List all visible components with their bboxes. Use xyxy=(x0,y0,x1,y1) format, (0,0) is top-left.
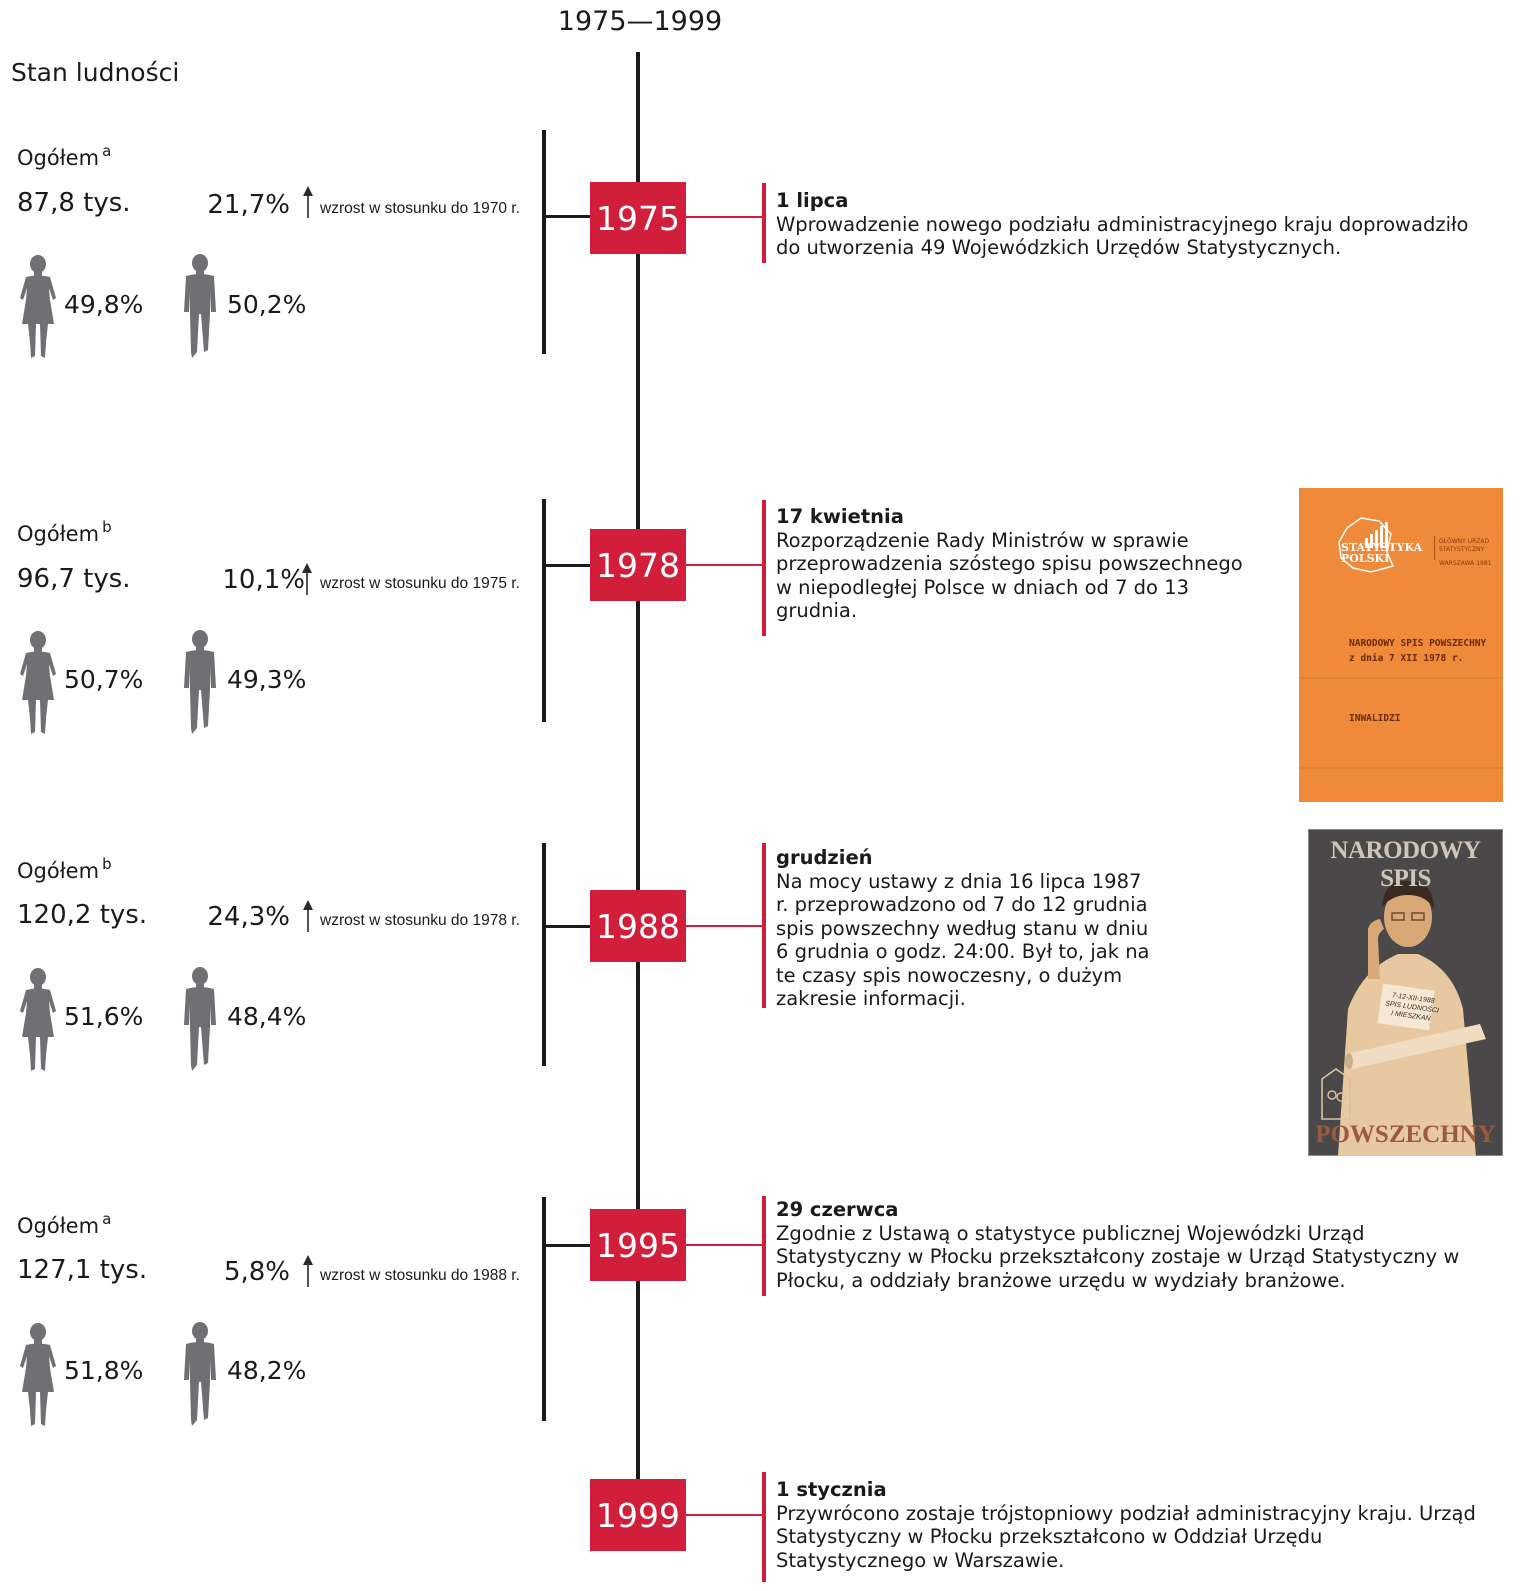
event-date: 29 czerwca xyxy=(776,1198,899,1221)
female-silhouette-icon xyxy=(20,631,56,734)
growth-note: wzrost w stosunku do 1975 r. xyxy=(320,575,520,592)
year-connector xyxy=(686,1514,762,1516)
event-date: 1 stycznia xyxy=(776,1478,887,1501)
event-description: 17 kwietnia Rozporządzenie Rady Ministró… xyxy=(776,505,1246,623)
female-percent: 49,8% xyxy=(64,290,144,319)
up-arrow-icon xyxy=(303,1255,313,1287)
female-silhouette-icon xyxy=(20,1323,56,1426)
entry-bracket xyxy=(542,499,546,722)
event-description: 29 czerwca Zgodnie z Ustawą o statystyce… xyxy=(776,1198,1496,1292)
event-date: 1 lipca xyxy=(776,189,849,212)
growth-note: wzrost w stosunku do 1988 r. xyxy=(320,1267,520,1284)
population-total: 120,2 tys. xyxy=(17,900,148,930)
population-label-text: Ogółem xyxy=(17,1214,100,1238)
male-silhouette-icon xyxy=(184,1322,216,1426)
population-label-text: Ogółem xyxy=(17,859,100,883)
entry-bracket-tick xyxy=(542,1244,592,1247)
year-marker: 1995 xyxy=(590,1209,686,1281)
growth-percent: 24,3% xyxy=(207,902,290,932)
male-percent: 50,2% xyxy=(227,290,307,319)
growth-note: wzrost w stosunku do 1978 r. xyxy=(320,912,520,929)
up-arrow-icon xyxy=(302,563,312,595)
cover-1978-gus: GŁÓWNY URZĄD STATYSTYCZNY xyxy=(1439,538,1490,553)
event-text: Zgodnie z Ustawą o statystyce publicznej… xyxy=(776,1221,1460,1292)
growth-note: wzrost w stosunku do 1970 r. xyxy=(320,200,520,217)
female-percent: 51,6% xyxy=(64,1002,144,1031)
cover-1978-graphic xyxy=(1299,517,1503,769)
census-poster-1988: NARODOWY SPIS 7-12-XII-1988 SPIS LUDNOŚC… xyxy=(1308,829,1503,1156)
event-date: grudzień xyxy=(776,846,873,869)
event-date: 17 kwietnia xyxy=(776,505,904,528)
population-total: 96,7 tys. xyxy=(17,564,131,594)
footnote-marker: a xyxy=(102,142,112,160)
timeline-axis xyxy=(636,52,640,1492)
entry-bracket xyxy=(542,843,546,1066)
male-percent: 48,4% xyxy=(227,1002,307,1031)
entry-bracket-tick xyxy=(542,925,592,928)
poster-1988-bottom-text: POWSZECHNY xyxy=(1315,1121,1496,1148)
event-text: Rozporządzenie Rady Ministrów w sprawie … xyxy=(776,528,1243,623)
event-text: Na mocy ustawy z dnia 16 lipca 1987 r. p… xyxy=(776,869,1150,1011)
population-label-text: Ogółem xyxy=(17,522,100,546)
male-percent: 49,3% xyxy=(227,665,307,694)
event-bar xyxy=(762,1472,766,1582)
year-marker: 1988 xyxy=(590,890,686,962)
poster-1988-graphic xyxy=(1308,829,1503,1156)
male-silhouette-icon xyxy=(184,254,216,358)
event-bar xyxy=(762,183,766,263)
publication-cover-1978: STATYSTYKA POLSKI GŁÓWNY URZĄD STATYSTYC… xyxy=(1299,488,1503,802)
section-title: Stan ludności xyxy=(11,58,180,87)
population-total: 127,1 tys. xyxy=(17,1255,148,1285)
event-text: Przywrócono zostaje trójstopniowy podzia… xyxy=(776,1501,1476,1572)
year-marker: 1978 xyxy=(590,529,686,601)
event-description: grudzień Na mocy ustawy z dnia 16 lipca … xyxy=(776,846,1156,1011)
event-description: 1 stycznia Przywrócono zostaje trójstopn… xyxy=(776,1478,1476,1572)
event-bar xyxy=(762,500,766,636)
up-arrow-icon xyxy=(303,186,313,218)
entry-bracket xyxy=(542,1197,546,1421)
year-connector xyxy=(686,564,762,566)
entry-bracket-tick xyxy=(542,215,592,218)
page-title: 1975—1999 xyxy=(557,6,723,37)
year-marker: 1975 xyxy=(590,182,686,254)
population-label-text: Ogółem xyxy=(17,146,100,170)
cover-1978-publisher: STATYSTYKA POLSKI xyxy=(1341,541,1423,565)
cover-1978-place: WARSZAWA 1981 xyxy=(1439,560,1492,567)
event-bar xyxy=(762,843,766,1008)
female-silhouette-icon xyxy=(20,255,56,358)
population-total: 87,8 tys. xyxy=(17,188,131,218)
event-text: Wprowadzenie nowego podziału administrac… xyxy=(776,212,1469,260)
event-description: 1 lipca Wprowadzenie nowego podziału adm… xyxy=(776,189,1496,260)
entry-bracket-tick xyxy=(542,564,592,567)
cover-1978-topic: INWALIDZI xyxy=(1349,713,1401,724)
footnote-marker: b xyxy=(102,518,112,536)
poster-1988-top-text: NARODOWY SPIS xyxy=(1330,837,1481,892)
female-percent: 51,8% xyxy=(64,1356,144,1385)
event-bar xyxy=(762,1196,766,1296)
year-connector xyxy=(686,216,762,218)
footnote-marker: a xyxy=(102,1210,112,1228)
year-marker-1999: 1999 xyxy=(590,1479,686,1551)
male-percent: 48,2% xyxy=(227,1356,307,1385)
growth-percent: 5,8% xyxy=(223,1257,290,1287)
male-silhouette-icon xyxy=(184,630,216,734)
up-arrow-icon xyxy=(303,900,313,932)
entry-bracket xyxy=(542,130,546,354)
year-connector xyxy=(686,1244,762,1246)
cover-1978-subtitle: z dnia 7 XII 1978 r. xyxy=(1349,653,1464,664)
female-percent: 50,7% xyxy=(64,665,144,694)
growth-percent: 21,7% xyxy=(207,190,290,220)
male-silhouette-icon xyxy=(184,967,216,1071)
cover-1978-title: NARODOWY SPIS POWSZECHNY xyxy=(1349,638,1487,649)
female-silhouette-icon xyxy=(20,968,56,1071)
footnote-marker: b xyxy=(102,855,112,873)
growth-percent: 10,1% xyxy=(222,565,305,595)
year-connector xyxy=(686,925,762,927)
